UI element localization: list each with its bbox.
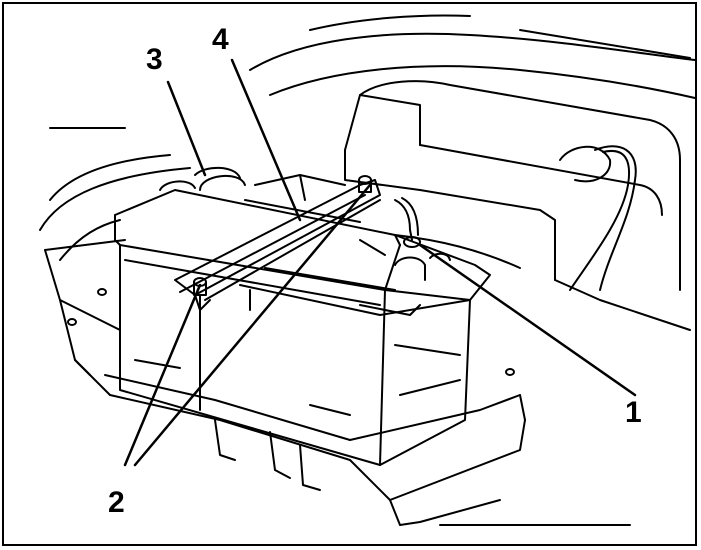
- callout-4: 4: [212, 23, 229, 56]
- callout-3: 3: [146, 43, 163, 76]
- leader-lines: [123, 58, 637, 467]
- battery-tray: [44, 239, 631, 526]
- air-filter-housing: [344, 80, 691, 331]
- battery: [114, 166, 491, 466]
- callout-2: 2: [108, 486, 125, 519]
- vehicle-body-contours: [39, 14, 696, 261]
- battery-cable: [394, 197, 421, 248]
- hold-down-bar: [174, 179, 381, 311]
- callout-1: 1: [625, 396, 642, 429]
